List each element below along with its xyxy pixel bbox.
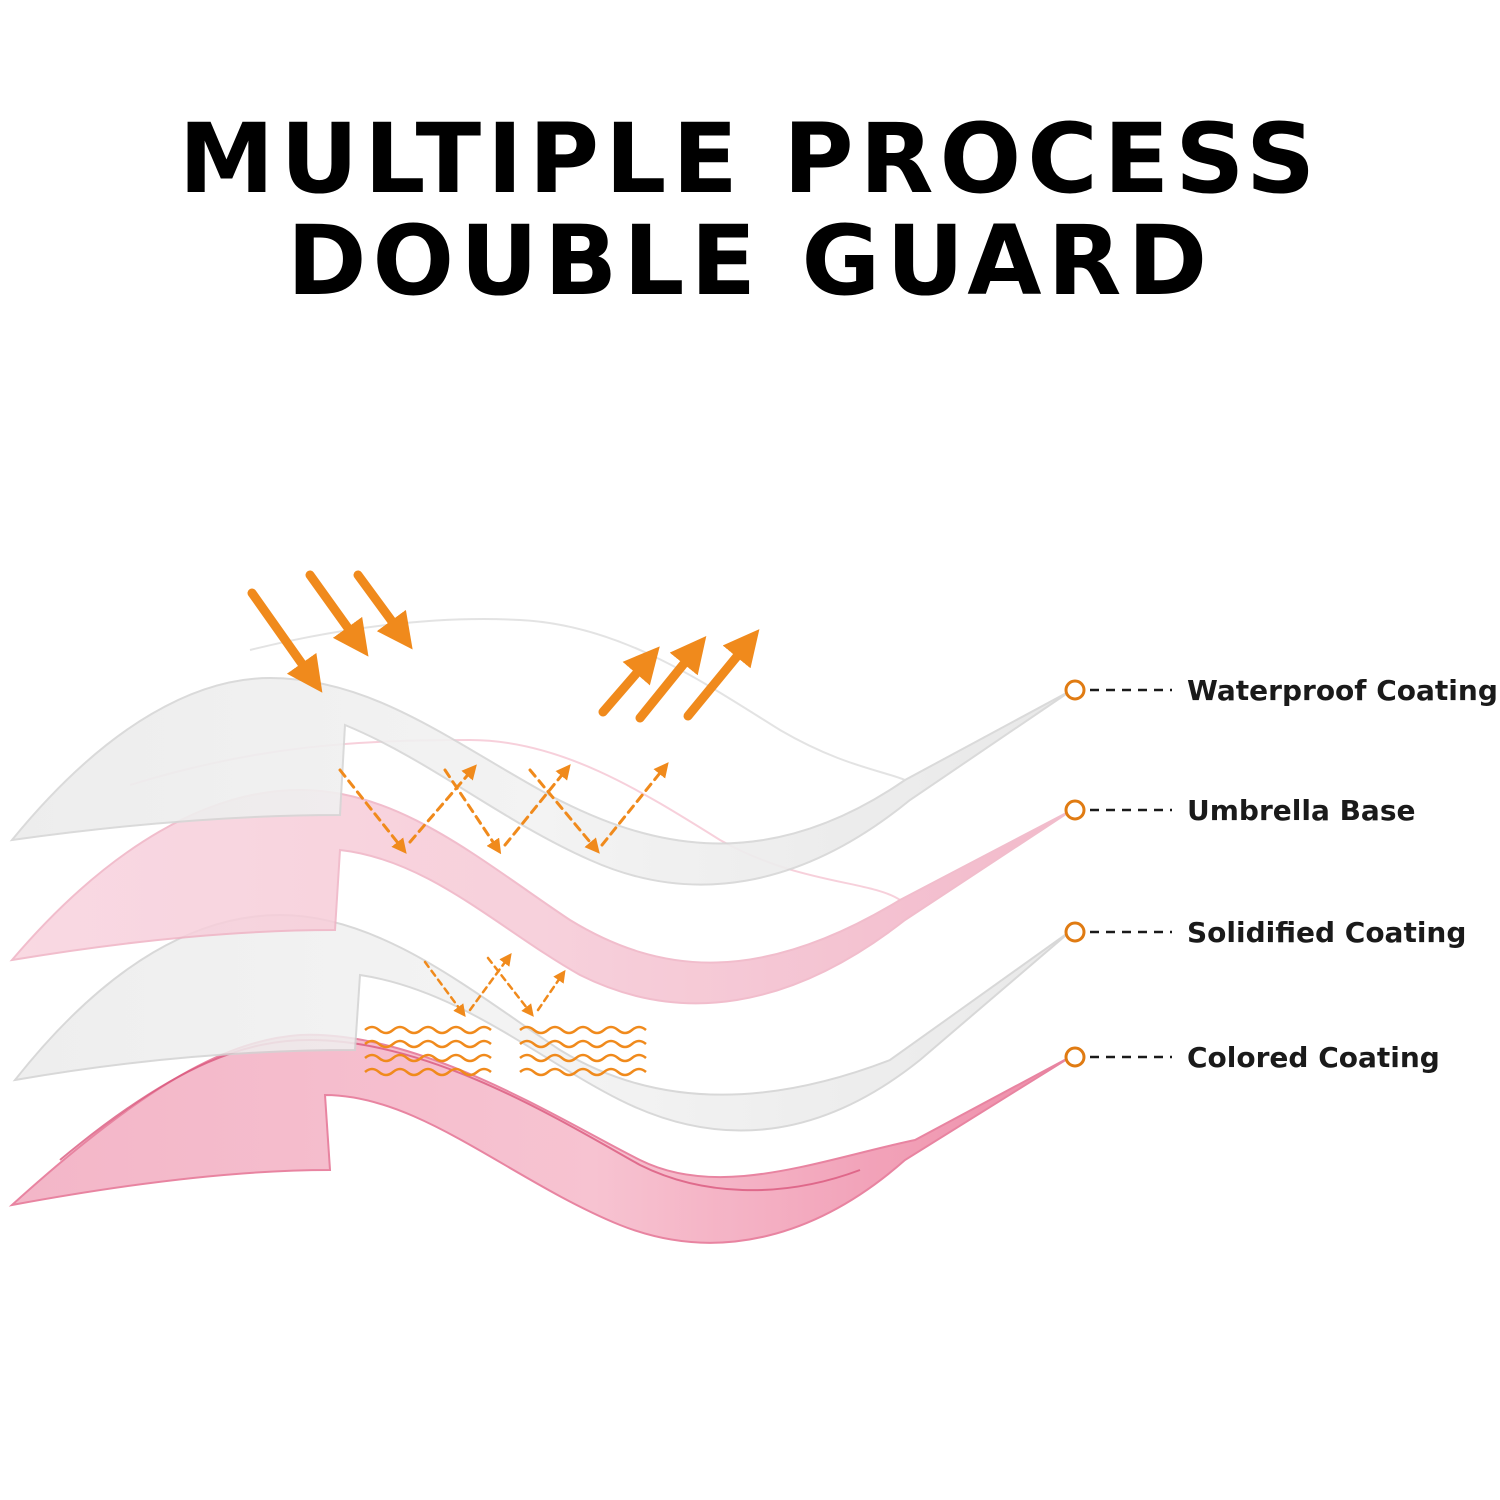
wavy-lines-icon	[364, 1025, 647, 1077]
label-colored: Colored Coating	[1064, 1041, 1440, 1074]
label-waterproof: Waterproof Coating	[1064, 674, 1498, 707]
label-text: Umbrella Base	[1187, 794, 1415, 827]
outgoing-arrow-icon	[683, 629, 760, 721]
bounce-arrow-icon	[503, 764, 571, 847]
page-title: MULTIPLE PROCESS DOUBLE GUARD	[0, 108, 1500, 312]
bounce-arrow-icon	[338, 768, 407, 854]
marker-icon	[1064, 679, 1086, 701]
label-umbrella-base: Umbrella Base	[1064, 794, 1415, 827]
incoming-arrow-icon	[247, 588, 323, 693]
dashed-small-arrows	[423, 952, 566, 1018]
marker-icon	[1064, 799, 1086, 821]
label-solidified: Solidified Coating	[1064, 916, 1466, 949]
title-line-1: MULTIPLE PROCESS	[178, 103, 1322, 215]
small-arrow-icon	[423, 960, 466, 1018]
bounce-arrow-icon	[443, 768, 502, 855]
label-text: Waterproof Coating	[1187, 674, 1498, 707]
outgoing-arrow-icon	[635, 636, 707, 723]
incoming-arrow-icon	[305, 570, 369, 657]
small-arrow-icon	[486, 956, 534, 1017]
outgoing-arrows	[598, 629, 760, 723]
marker-icon	[1064, 921, 1086, 943]
bounce-arrow-icon	[600, 762, 669, 847]
label-text: Solidified Coating	[1187, 916, 1466, 949]
bounce-arrow-icon	[528, 768, 600, 854]
bounce-arrow-icon	[408, 764, 477, 844]
title-line-2: DOUBLE GUARD	[286, 205, 1214, 317]
label-text: Colored Coating	[1187, 1041, 1440, 1074]
incoming-rain-arrows	[247, 570, 413, 693]
small-arrow-icon	[536, 969, 566, 1012]
waterproof-coating-layer	[9, 618, 1073, 886]
dashed-bounce-arrows	[338, 762, 669, 855]
outgoing-arrow-icon	[598, 646, 660, 717]
incoming-arrow-icon	[353, 570, 413, 650]
marker-icon	[1064, 1046, 1086, 1068]
small-arrow-icon	[468, 952, 512, 1012]
